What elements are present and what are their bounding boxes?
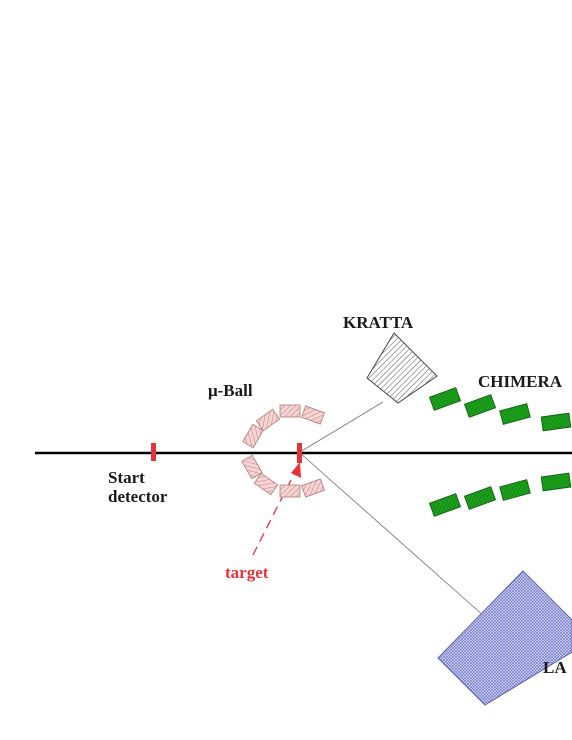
land-label: LA: [543, 658, 567, 677]
muball-segment: [301, 478, 325, 498]
chimera-module: [540, 412, 572, 432]
muball-segment: [242, 423, 264, 449]
land-guide-line: [299, 452, 486, 618]
target-pointer-line: [252, 469, 297, 556]
kratta-detector: [366, 332, 438, 404]
muball-detector: [241, 404, 325, 498]
chimera-module: [463, 394, 497, 418]
start-detector: [151, 443, 156, 461]
chimera-module: [428, 493, 462, 517]
target-marker: [297, 443, 302, 463]
chimera-module: [540, 472, 572, 492]
muball-segment: [241, 454, 263, 480]
target-label: target: [225, 563, 269, 582]
chimera-label: CHIMERA: [478, 372, 563, 391]
muball-label: μ-Ball: [208, 381, 253, 400]
chimera-module: [499, 403, 531, 425]
chimera-module: [499, 479, 531, 501]
target-pointer-arrowhead: [291, 462, 301, 478]
muball-segment: [253, 472, 279, 496]
muball-segment: [255, 408, 281, 432]
muball-segment: [279, 404, 301, 418]
muball-segment: [279, 484, 301, 498]
start-detector-label: Start: [108, 468, 145, 487]
chimera-module: [428, 387, 462, 411]
chimera-lower-ring: [428, 472, 572, 517]
chimera-upper-ring: [428, 387, 572, 432]
chimera-module: [463, 486, 497, 510]
start-detector-label-line2: detector: [108, 487, 168, 506]
kratta-label: KRATTA: [343, 313, 414, 332]
kratta-guide-line: [299, 401, 384, 453]
land-detector: [437, 570, 572, 706]
muball-segment: [301, 405, 325, 425]
